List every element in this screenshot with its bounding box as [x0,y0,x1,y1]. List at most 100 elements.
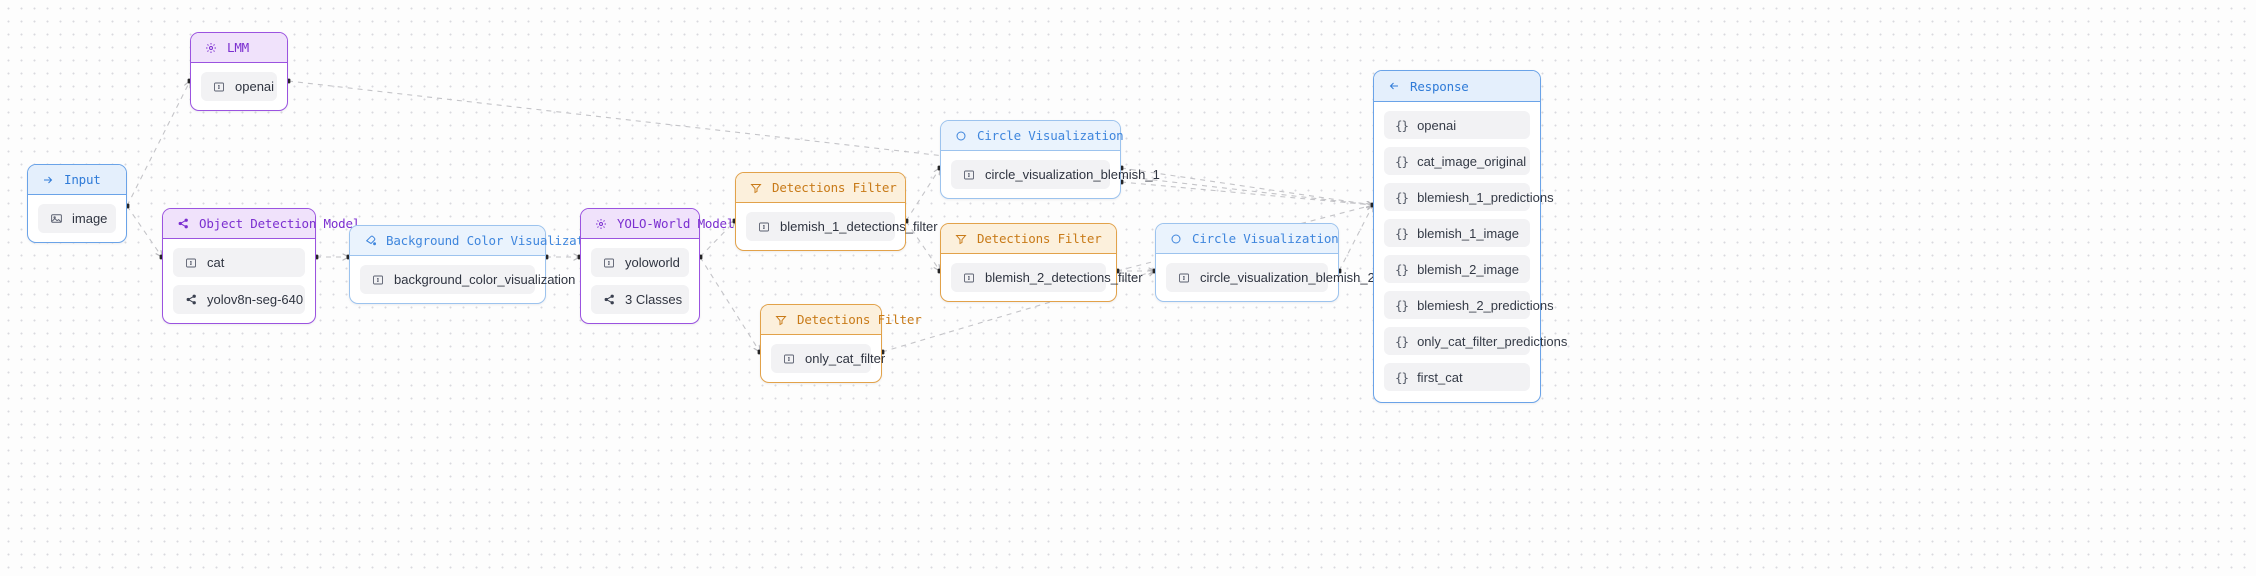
node-row[interactable]: cat [173,248,305,277]
edge-input-to-object-detection [126,205,162,257]
node-header: YOLO-World Model [581,209,734,239]
string-param-icon [184,256,198,270]
node-body: image [28,195,126,242]
node-row-label: circle_visualization_blemish_2 [1200,270,1375,285]
string-param-icon [962,271,976,285]
node-title: Background Color Visualization [386,233,606,248]
node-title: Input [64,172,101,187]
node-header: Detections Filter [736,173,905,203]
node-body: circle_visualization_blemish_2 [1156,254,1375,301]
node-object-detection-model[interactable]: Object Detection Model cat yolov8n [162,208,360,324]
node-row[interactable]: yolov8n-seg-640 [173,285,305,314]
image-icon [49,212,63,226]
node-header: Detections Filter [941,224,1116,254]
object-brace-icon: {} [1395,117,1409,133]
node-title: Object Detection Model [199,216,361,231]
edge-yoloworld-to-filter3 [699,256,760,352]
response-item[interactable]: {} first_cat [1384,363,1530,391]
node-header: Circle Visualization [941,121,1124,151]
node-row[interactable]: circle_visualization_blemish_2 [1166,263,1375,292]
response-item-label: blemiesh_1_predictions [1417,189,1554,205]
gear-icon [204,41,218,55]
response-item-label: openai [1417,117,1457,133]
object-brace-icon: {} [1395,369,1409,385]
object-brace-icon: {} [1395,153,1409,169]
node-header: Circle Visualization [1156,224,1339,254]
node-row-label: image [72,211,108,226]
circle-icon [954,129,968,143]
object-brace-icon: {} [1395,297,1409,313]
node-row[interactable]: image [38,204,116,233]
response-item[interactable]: {} openai [1384,111,1530,139]
response-body: {} openai {} cat_image_original {} blemi… [1374,102,1567,402]
response-item[interactable]: {} blemiesh_2_predictions [1384,291,1554,319]
node-row[interactable]: background_color_visualization [360,265,575,294]
node-title: LMM [227,40,249,55]
object-brace-icon: {} [1395,189,1409,205]
node-row-label: blemish_1_detections_filter [780,219,938,234]
node-body: only_cat_filter [761,335,885,382]
response-item[interactable]: {} blemish_1_image [1384,219,1530,247]
node-header: LMM [191,33,287,63]
response-item-label: cat_image_original [1417,153,1527,169]
node-row[interactable]: openai [201,72,277,101]
arrow-left-icon [1387,79,1401,93]
node-row-label: background_color_visualization [394,272,576,287]
node-header: Background Color Visualization [350,226,606,256]
node-body: blemish_1_detections_filter [736,203,938,250]
arrow-right-icon [41,173,55,187]
node-detections-filter-3[interactable]: Detections Filter only_cat_filter [760,304,922,383]
node-row[interactable]: 3 Classes [591,285,689,314]
node-row[interactable]: blemish_1_detections_filter [746,212,938,241]
node-title: Circle Visualization [1192,231,1339,246]
node-response[interactable]: Response {} openai {} cat_image_original… [1373,70,1567,403]
node-row-label: circle_visualization_blemish_1 [985,167,1160,182]
string-param-icon [757,220,771,234]
node-row[interactable]: circle_visualization_blemish_1 [951,160,1160,189]
node-row[interactable]: yoloworld [591,248,689,277]
node-row-label: blemish_2_detections_filter [985,270,1143,285]
response-item[interactable]: {} cat_image_original [1384,147,1530,175]
node-body: cat yolov8n-seg-640 [163,239,315,323]
funnel-icon [954,232,968,246]
model-nodes-icon [176,217,190,231]
node-circle-visualization-2[interactable]: Circle Visualization circle_visualizatio… [1155,223,1375,302]
node-detections-filter-2[interactable]: Detections Filter blemish_2_detections_f… [940,223,1143,302]
node-row[interactable]: only_cat_filter [771,344,885,373]
node-header: Object Detection Model [163,209,360,239]
response-item[interactable]: {} only_cat_filter_predictions [1384,327,1567,355]
node-title: Circle Visualization [977,128,1124,143]
node-row-label: openai [235,79,275,94]
model-nodes-icon [184,293,198,307]
node-row[interactable]: blemish_2_detections_filter [951,263,1143,292]
node-circle-visualization-1[interactable]: Circle Visualization circle_visualizatio… [940,120,1160,199]
node-lmm[interactable]: LMM openai [190,32,288,111]
node-background-color-visualization[interactable]: Background Color Visualization backgroun… [349,225,606,304]
node-body: background_color_visualization [350,256,575,303]
node-header: Input [28,165,126,195]
node-input[interactable]: Input image [27,164,127,243]
response-header: Response [1374,71,1540,102]
circle-icon [1169,232,1183,246]
response-item-label: first_cat [1417,369,1463,385]
node-body: yoloworld 3 Classes [581,239,699,323]
response-item-label: blemish_2_image [1417,261,1519,277]
node-yolo-world-model[interactable]: YOLO-World Model yoloworld 3 Class [580,208,734,324]
node-row-label: yoloworld [625,255,680,270]
response-item-label: blemiesh_2_predictions [1417,297,1554,313]
response-item[interactable]: {} blemish_2_image [1384,255,1530,283]
node-title: YOLO-World Model [617,216,735,231]
object-brace-icon: {} [1395,333,1409,349]
node-body: openai [191,63,287,110]
node-row-label: cat [207,255,225,270]
node-row-label: yolov8n-seg-640 [207,292,304,307]
funnel-icon [749,181,763,195]
response-item-label: blemish_1_image [1417,225,1519,241]
node-title: Detections Filter [772,180,897,195]
response-item[interactable]: {} blemiesh_1_predictions [1384,183,1554,211]
node-body: circle_visualization_blemish_1 [941,151,1160,198]
object-brace-icon: {} [1395,261,1409,277]
node-detections-filter-1[interactable]: Detections Filter blemish_1_detections_f… [735,172,938,251]
